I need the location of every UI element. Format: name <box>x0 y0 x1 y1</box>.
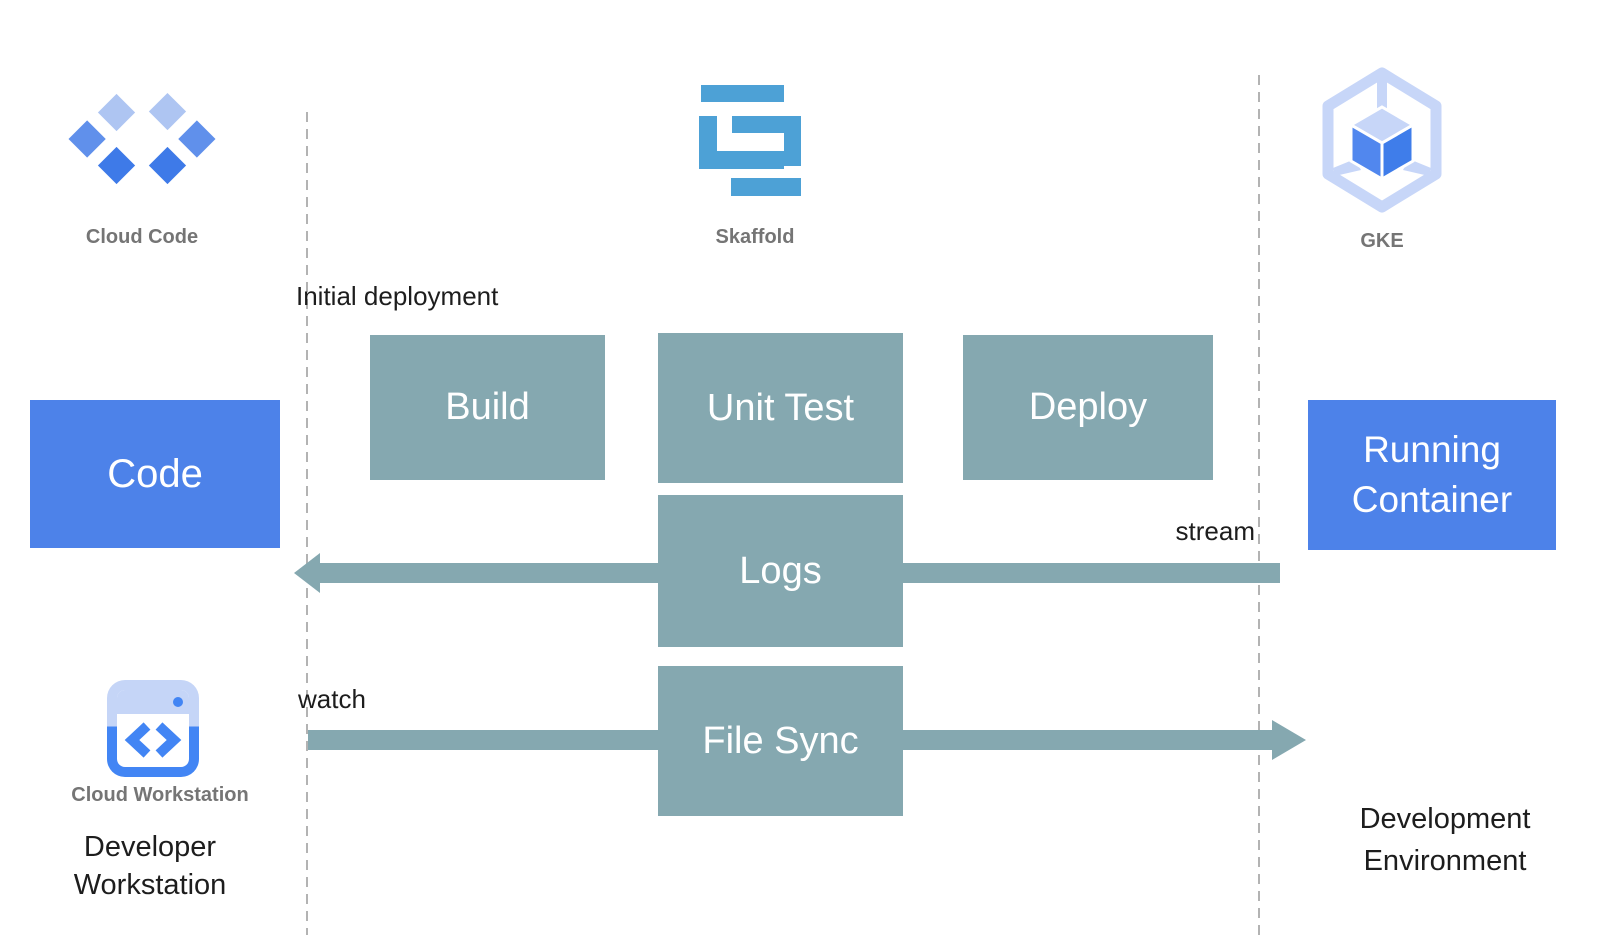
file-sync-box: File Sync <box>658 666 903 816</box>
cloud-workstation-icon <box>107 680 199 777</box>
developer-workstation-caption: Developer Workstation <box>73 831 227 901</box>
stream-label: stream <box>1175 516 1255 546</box>
file-sync-arrow-right-head-icon <box>1272 720 1306 760</box>
logs-arrow-left-head-icon <box>294 553 320 593</box>
skaffold-label: Skaffold <box>715 226 795 248</box>
code-box: Code <box>30 400 280 548</box>
unit-test-box: Unit Test <box>658 333 903 483</box>
watch-label: watch <box>298 684 366 714</box>
development-environment-caption: Development Environment <box>1359 803 1531 877</box>
cloud-workstation-label: Cloud Workstation <box>71 784 249 806</box>
logs-box: Logs <box>658 495 903 647</box>
gke-icon <box>1322 67 1442 213</box>
gke-label: GKE <box>1360 230 1404 252</box>
deploy-box: Deploy <box>963 335 1213 480</box>
build-box: Build <box>370 335 605 480</box>
initial-deployment-label: Initial deployment <box>296 281 499 311</box>
running-container-box: Running Container <box>1308 400 1556 550</box>
skaffold-icon <box>699 85 801 196</box>
cloud-code-icon <box>68 92 216 185</box>
left-lane-divider <box>306 112 308 935</box>
right-lane-divider <box>1258 75 1260 935</box>
cloud-code-label: Cloud Code <box>85 226 199 248</box>
